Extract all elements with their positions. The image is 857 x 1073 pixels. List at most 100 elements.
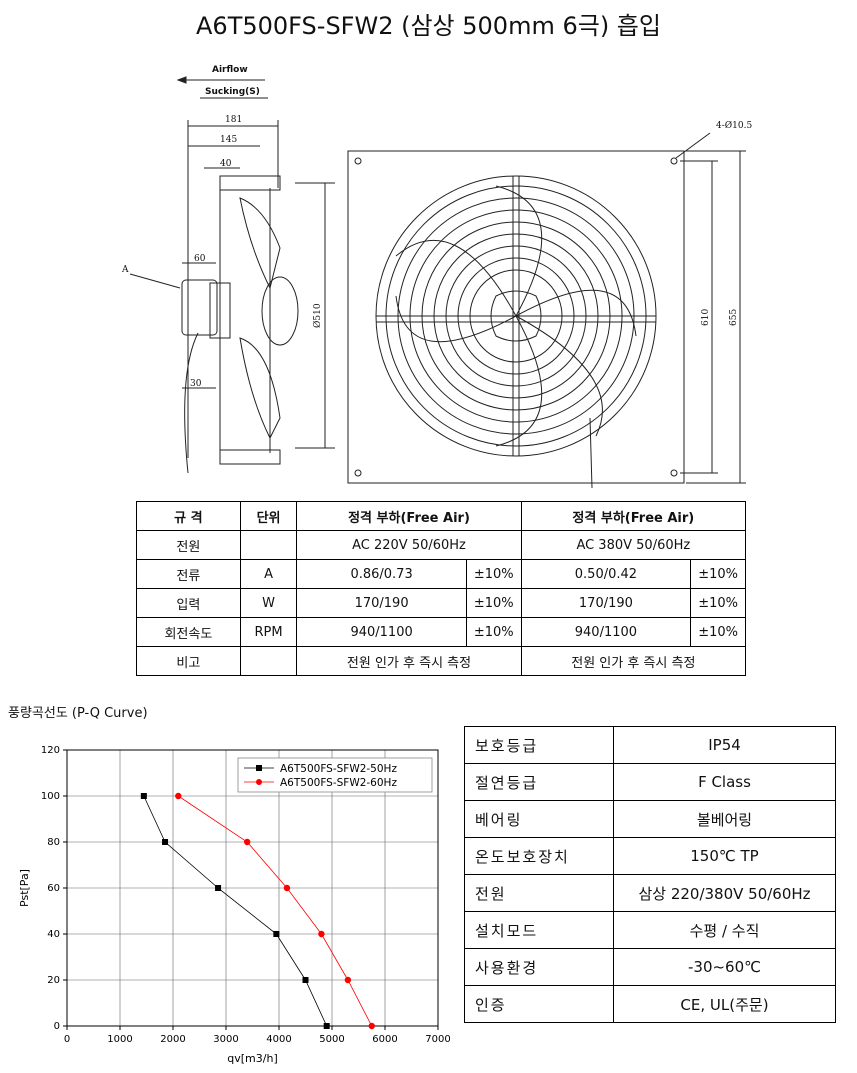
row-unit bbox=[239, 530, 298, 560]
prop-key: 보호등급 bbox=[464, 726, 614, 764]
plot-frame bbox=[66, 749, 439, 1027]
row-value: AC 380V 50/60Hz bbox=[520, 530, 747, 560]
prop-key: 절연등급 bbox=[464, 763, 614, 801]
dim-a-label: A bbox=[121, 265, 129, 275]
row-label: 입력 bbox=[136, 588, 241, 618]
spec-table: 규 격 단위 정격 부하(Free Air) 정격 부하(Free Air) 전… bbox=[136, 501, 747, 676]
row-unit: A bbox=[239, 559, 298, 589]
row-unit: RPM bbox=[239, 617, 298, 647]
y-tick-label: 120 bbox=[41, 745, 60, 756]
x-tick-label: 1000 bbox=[107, 1034, 132, 1045]
row-value: 170/190 bbox=[520, 588, 692, 618]
x-tick-label: 5000 bbox=[319, 1034, 344, 1045]
dim-60: 60 bbox=[194, 254, 206, 264]
data-point bbox=[323, 1023, 330, 1029]
row-tolerance: ±10% bbox=[690, 588, 746, 618]
series-line bbox=[178, 795, 373, 1027]
dim-diameter: Ø510 bbox=[312, 303, 323, 328]
row-value: 940/1100 bbox=[296, 617, 467, 647]
spec-row-speed: 회전속도 RPM 940/1100 ±10% 940/1100 ±10% bbox=[136, 617, 746, 647]
x-tick-label: 2000 bbox=[160, 1034, 185, 1045]
y-tick-label: 20 bbox=[47, 975, 60, 986]
prop-value: -30~60℃ bbox=[613, 948, 836, 986]
x-axis-label: qv[m3/h] bbox=[227, 1052, 277, 1065]
legend-label: A6T500FS-SFW2-50Hz bbox=[280, 763, 397, 775]
series-line bbox=[143, 795, 328, 1027]
y-tick-label: 60 bbox=[47, 883, 60, 894]
row-tolerance: ±10% bbox=[690, 617, 746, 647]
prop-key: 베어링 bbox=[464, 800, 614, 838]
data-point bbox=[244, 838, 251, 846]
spec-row-note: 비고 전원 인가 후 즉시 측정 전원 인가 후 즉시 측정 bbox=[136, 646, 747, 676]
prop-key: 사용환경 bbox=[464, 948, 614, 986]
row-value: 0.50/0.42 bbox=[520, 559, 692, 589]
prop-value: F Class bbox=[613, 763, 836, 801]
row-tolerance: ±10% bbox=[465, 617, 522, 647]
prop-value: 수평 / 수직 bbox=[613, 911, 836, 949]
data-point bbox=[175, 792, 182, 800]
dim-610: 610 bbox=[701, 309, 711, 326]
dim-holes: 4-Ø10.5 bbox=[716, 120, 752, 131]
data-point bbox=[283, 884, 291, 892]
prop-row: 사용환경-30~60℃ bbox=[464, 948, 836, 986]
airflow-label: Airflow bbox=[212, 65, 248, 75]
dim-655: 655 bbox=[729, 309, 739, 326]
prop-value: CE, UL(주문) bbox=[613, 985, 836, 1023]
legend-marker bbox=[256, 765, 262, 771]
row-unit bbox=[239, 646, 298, 676]
data-point bbox=[368, 1022, 375, 1030]
row-value: 전원 인가 후 즉시 측정 bbox=[296, 646, 522, 676]
header-spec: 규 격 bbox=[136, 501, 241, 531]
row-tolerance: ±10% bbox=[690, 559, 746, 589]
data-point bbox=[344, 976, 352, 984]
dim-145: 145 bbox=[220, 135, 237, 145]
row-unit: W bbox=[239, 588, 298, 618]
prop-key: 인증 bbox=[464, 985, 614, 1023]
x-tick-label: 3000 bbox=[213, 1034, 238, 1045]
row-value: 전원 인가 후 즉시 측정 bbox=[520, 646, 747, 676]
row-value: 0.86/0.73 bbox=[296, 559, 467, 589]
y-tick-label: 40 bbox=[47, 929, 60, 940]
legend-marker bbox=[256, 779, 262, 785]
data-point bbox=[162, 839, 169, 845]
spec-row-current: 전류 A 0.86/0.73 ±10% 0.50/0.42 ±10% bbox=[136, 559, 746, 589]
prop-key: 전원 bbox=[464, 874, 614, 912]
header-load-380: 정격 부하(Free Air) bbox=[520, 501, 747, 531]
prop-value: 150℃ TP bbox=[613, 837, 836, 875]
dim-181: 181 bbox=[225, 115, 242, 125]
x-tick-label: 0 bbox=[64, 1034, 70, 1045]
y-tick-label: 100 bbox=[41, 791, 60, 802]
dim-30: 30 bbox=[190, 379, 202, 389]
row-label: 전류 bbox=[136, 559, 241, 589]
data-point bbox=[273, 931, 280, 937]
prop-key: 온도보호장치 bbox=[464, 837, 614, 875]
legend-label: A6T500FS-SFW2-60Hz bbox=[280, 777, 397, 789]
y-tick-label: 80 bbox=[47, 837, 60, 848]
row-value: 170/190 bbox=[296, 588, 467, 618]
row-value: 940/1100 bbox=[520, 617, 692, 647]
prop-key: 설치모드 bbox=[464, 911, 614, 949]
legend-box bbox=[237, 757, 433, 793]
x-tick-label: 7000 bbox=[425, 1034, 450, 1045]
row-label: 전원 bbox=[136, 530, 241, 560]
spec-row-power: 전원 AC 220V 50/60Hz AC 380V 50/60Hz bbox=[136, 530, 747, 560]
data-point bbox=[302, 977, 309, 983]
dim-40: 40 bbox=[220, 159, 232, 169]
prop-value: IP54 bbox=[613, 726, 836, 764]
x-tick-label: 6000 bbox=[372, 1034, 397, 1045]
sucking-label: Sucking(S) bbox=[205, 87, 260, 97]
y-axis-label: Pst[Pa] bbox=[18, 869, 31, 907]
data-point bbox=[215, 885, 222, 891]
page-title: A6T500FS-SFW2 (삼상 500mm 6극) 흡입 bbox=[196, 12, 661, 40]
row-tolerance: ±10% bbox=[465, 588, 522, 618]
y-tick-label: 0 bbox=[54, 1021, 60, 1032]
